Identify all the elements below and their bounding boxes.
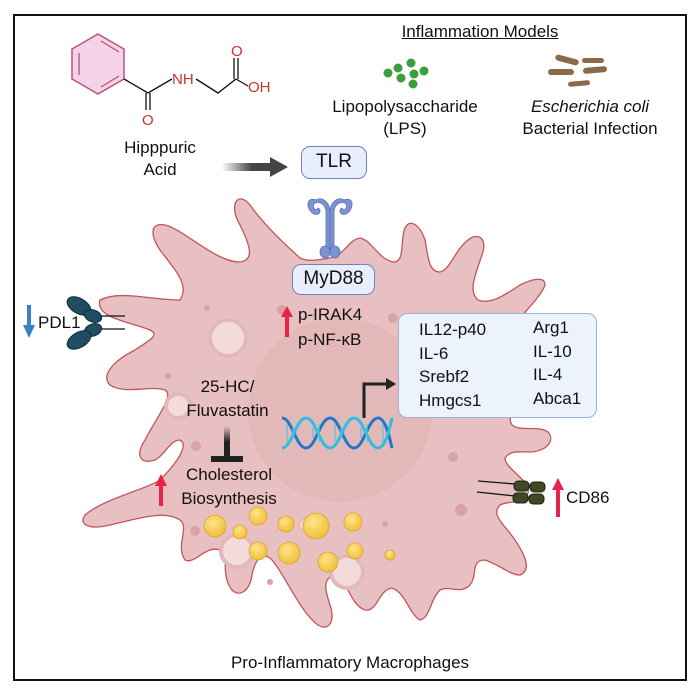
myd88-label-box: MyD88 (292, 264, 375, 295)
lps-label-line1: Lipopolysaccharide (332, 97, 478, 116)
ecoli-label-line1: Escherichia coli (530, 97, 650, 116)
carbonyl-oxygen-atom: O (142, 112, 154, 129)
upregulated-gene: Hmgcs1 (419, 390, 482, 410)
compound-name: Hipppuric Acid (110, 137, 210, 181)
up-arrow-icon (552, 478, 564, 517)
nucleus (248, 318, 432, 502)
compound-name-line2: Acid (143, 160, 177, 179)
down-arrow-icon (23, 305, 35, 338)
downregulated-gene: IL-4 (533, 365, 563, 384)
lps-particles-icon (383, 58, 429, 89)
dna-helix-icon (281, 416, 394, 450)
upregulated-gene: IL-6 (419, 343, 449, 363)
downregulated-gene-list: Arg1 IL-10 IL-4 Abca1 (533, 316, 581, 410)
inhibitor-label-line1: 25-HC/ (200, 377, 255, 396)
signaling-item: p-NF-κB (298, 330, 362, 349)
lps-label-line2: (LPS) (383, 119, 427, 138)
ecoli-label: Escherichia coli Bacterial Infection (500, 96, 680, 140)
inhibitor-label: 25-HC/ Fluvastatin (160, 375, 295, 423)
tlr-receptor-icon (307, 198, 353, 259)
pdl1-protein-icon (66, 296, 125, 350)
hydroxyl-atom: OH (248, 79, 271, 96)
pdl1-label: PDL1 (38, 313, 81, 332)
acid-oxygen-atom: O (231, 43, 243, 60)
up-arrow-icon (281, 306, 293, 337)
signaling-item: p-IRAK4 (298, 305, 363, 324)
activation-arrow (222, 157, 288, 177)
gene-expression-box (398, 313, 597, 418)
up-arrow-icon (155, 474, 167, 506)
signaling-list: p-IRAK4 p-NF-κB (298, 302, 362, 352)
downregulated-gene: Abca1 (533, 388, 582, 408)
cholesterol-label-line2: Biosynthesis (181, 489, 277, 508)
cd86-protein-icon (476, 480, 546, 505)
upregulated-gene-list: IL12-p40 IL-6 Srebf2 Hmgcs1 (419, 318, 486, 412)
lps-label: Lipopolysaccharide (LPS) (300, 96, 510, 140)
transcription-arrow (362, 378, 396, 418)
cholesterol-label: Cholesterol Biosynthesis (168, 463, 290, 511)
upregulated-gene: IL12-p40 (419, 320, 487, 339)
upregulated-gene: Srebf2 (419, 367, 470, 386)
inhibition-bar (211, 426, 243, 462)
hippuric-acid-structure: NH O O OH (71, 33, 271, 129)
downregulated-gene: Arg1 (533, 318, 569, 337)
ecoli-bacteria-icon (548, 54, 607, 87)
cd86-label: CD86 (566, 488, 610, 507)
inflammation-models-heading: Inflammation Models (401, 22, 559, 41)
tlr-label-box: TLR (301, 146, 367, 179)
compound-name-line1: Hipppuric (124, 138, 196, 157)
nh-atom: NH (172, 71, 194, 88)
figure-caption: Pro-Inflammatory Macrophages (230, 653, 470, 672)
inhibitor-label-line2: Fluvastatin (186, 401, 269, 420)
ecoli-label-line2: Bacterial Infection (522, 119, 658, 138)
cholesterol-label-line1: Cholesterol (186, 465, 272, 484)
lipid-droplets (203, 506, 396, 573)
downregulated-gene: IL-10 (533, 341, 572, 361)
